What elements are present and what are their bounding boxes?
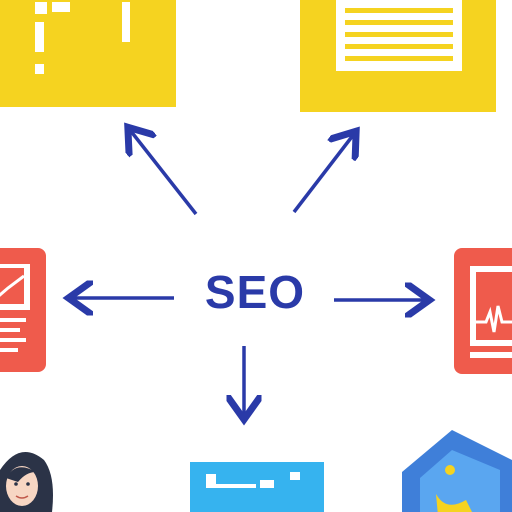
analytics-pulse-icon [454, 248, 512, 374]
shield-badge-icon [402, 430, 512, 512]
center-label: SEO [204, 266, 306, 318]
arrow-up-right [292, 134, 354, 214]
text-document-icon [300, 0, 496, 112]
form-document-icon [0, 0, 176, 107]
report-chart-icon [0, 248, 46, 372]
browser-window-icon [190, 462, 324, 512]
person-avatar-icon [0, 452, 53, 512]
arrow-up-left [130, 130, 198, 216]
